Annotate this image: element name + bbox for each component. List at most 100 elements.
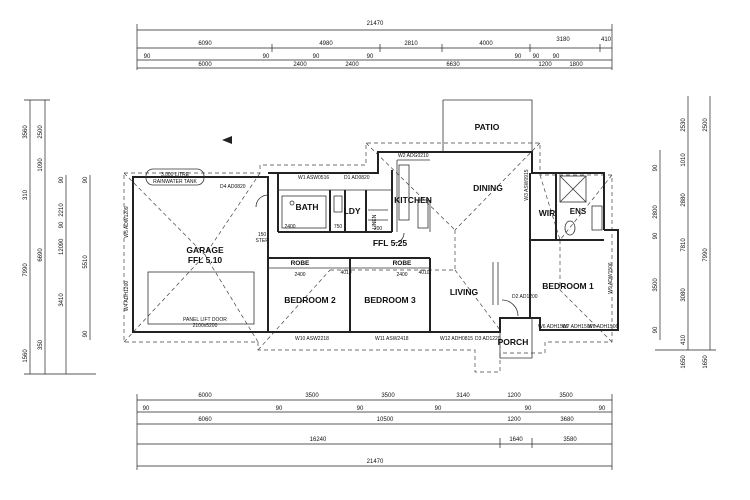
left-dim-m1: 2500 bbox=[38, 125, 44, 139]
left-dim-i2: 90 bbox=[83, 176, 89, 183]
window-tag-w9: W9 ADW1506 bbox=[608, 262, 614, 294]
left-dim-m5: 6690 bbox=[38, 248, 44, 262]
left-dim-m4: 90 bbox=[59, 238, 65, 245]
right-dim-o1: 2530 bbox=[681, 118, 687, 132]
garage-door-icon bbox=[147, 271, 255, 325]
window-tags: W1 ASW0516 D1 AD0820 D4 AD0820 W2 ADG021… bbox=[124, 153, 619, 342]
bottom-dim-r2-4: 90 bbox=[435, 406, 442, 412]
right-dim-o3: 2880 bbox=[681, 193, 687, 207]
toilet-icon bbox=[564, 220, 576, 236]
north-arrow-icon bbox=[222, 136, 232, 144]
interior-dimensions: 2400 2400 200 4010 2400 4010 750 bbox=[284, 224, 429, 278]
bottom-dim-r4-2: 1640 bbox=[509, 437, 523, 443]
window-tag-w3: W3 ASW0915 bbox=[524, 169, 530, 200]
right-dim-o2: 1010 bbox=[681, 153, 687, 167]
window-tag-w11: W11 ASW2418 bbox=[375, 336, 409, 342]
top-dim-r4-1: 6000 bbox=[198, 62, 212, 68]
external-walls bbox=[132, 99, 619, 359]
left-dim-i3: 90 bbox=[59, 221, 65, 228]
room-patio: PATIO bbox=[475, 122, 500, 132]
room-kitchen: KITCHEN bbox=[394, 195, 432, 205]
room-ens: ENS bbox=[570, 207, 587, 216]
top-dim-r3-4: 90 bbox=[367, 54, 374, 60]
rainwater-tank-icon bbox=[145, 168, 205, 186]
window-tag-w10: W10 ASW2218 bbox=[295, 336, 329, 342]
left-dim-m2: 1090 bbox=[38, 158, 44, 172]
door-tag-d1: D1 AD0820 bbox=[344, 175, 370, 181]
top-dim-1: 6090 bbox=[198, 41, 212, 47]
room-linen: LINEN bbox=[372, 214, 378, 229]
bottom-dim-r3-3: 1200 bbox=[507, 417, 521, 423]
left-dim-i6: 90 bbox=[83, 330, 89, 337]
top-dim-r4-6: 1800 bbox=[569, 62, 583, 68]
right-dim-i8: 1650 bbox=[703, 355, 709, 369]
internal-walls bbox=[268, 159, 604, 332]
ens-vanity-icon bbox=[591, 205, 603, 231]
right-dim-i6: 90 bbox=[653, 326, 659, 333]
bathtub-icon bbox=[281, 195, 327, 229]
room-living: LIVING bbox=[450, 287, 479, 297]
room-bath: BATH bbox=[296, 202, 319, 212]
panel-door-note-1: PANEL LIFT DOOR bbox=[183, 317, 227, 323]
interior-dim-6: 4010 bbox=[418, 270, 429, 276]
bottom-dimensions: 6000 3500 3500 3140 1200 3500 90 90 90 9… bbox=[136, 393, 613, 470]
top-dim-r3-3: 90 bbox=[313, 54, 320, 60]
top-dim-r3-7: 90 bbox=[553, 54, 560, 60]
top-dim-5: 3180 bbox=[556, 37, 570, 43]
left-dim-m6: 3410 bbox=[59, 293, 65, 307]
right-dim-i5: 3500 bbox=[653, 278, 659, 292]
right-dim-o4: 7810 bbox=[681, 238, 687, 252]
right-dimensions: 2530 1010 2880 7810 3080 410 1650 2500 9… bbox=[653, 96, 716, 369]
right-dim-o7: 1650 bbox=[681, 355, 687, 369]
right-dim-i1: 2500 bbox=[703, 118, 709, 132]
kitchen-bench-icon bbox=[398, 164, 410, 221]
window-tag-w12: W12 ADH0815 bbox=[440, 336, 473, 342]
bottom-dim-r4-3: 3580 bbox=[563, 437, 577, 443]
window-tag-w8: W8 ADH1506 bbox=[588, 324, 619, 330]
window-tag-w4: W4 ADH1200 bbox=[124, 281, 130, 312]
top-dim-r4-4: 6630 bbox=[446, 62, 460, 68]
door-tag-d3: D3 AD1220 bbox=[475, 336, 501, 342]
door-swing-icon bbox=[393, 232, 405, 244]
bottom-dim-r3-4: 3680 bbox=[560, 417, 574, 423]
room-ldy: LDY bbox=[344, 206, 361, 216]
roof-outline bbox=[123, 142, 613, 373]
left-dim-m7: 350 bbox=[38, 339, 44, 350]
top-dim-r3-5: 90 bbox=[515, 54, 522, 60]
right-dim-i3: 2800 bbox=[653, 205, 659, 219]
right-dim-i4: 90 bbox=[653, 232, 659, 239]
bottom-dim-r2-1: 90 bbox=[143, 406, 150, 412]
interior-dim-7: 750 bbox=[334, 224, 343, 230]
notes: 3,000 LITRE RAINWATER TANK PANEL LIFT DO… bbox=[153, 172, 269, 329]
right-dim-i7: 7990 bbox=[703, 248, 709, 262]
door-swing-icon bbox=[255, 194, 269, 208]
interior-dim-1: 2400 bbox=[294, 272, 305, 278]
bottom-dim-6: 3500 bbox=[559, 393, 573, 399]
right-dim-o6: 410 bbox=[681, 334, 687, 345]
left-dim-4: 1560 bbox=[23, 349, 29, 363]
window-tag-w7: W7 ADH1506 bbox=[562, 324, 593, 330]
right-dim-i2: 90 bbox=[653, 164, 659, 171]
interior-dim-3: 200 bbox=[374, 226, 383, 232]
left-dim-3: 7990 bbox=[23, 263, 29, 277]
window-tag-w1: W1 ASW0516 bbox=[298, 175, 329, 181]
top-overall-dim: 21470 bbox=[367, 21, 384, 27]
fixtures bbox=[145, 136, 603, 325]
top-dim-2: 4980 bbox=[319, 41, 333, 47]
interior-dim-5: 2400 bbox=[284, 224, 295, 230]
kitchen-island-icon bbox=[417, 199, 429, 229]
left-dim-2: 310 bbox=[23, 189, 29, 200]
left-dim-m3: 2210 bbox=[59, 203, 65, 217]
bottom-dim-1: 6000 bbox=[198, 393, 212, 399]
left-dimensions: 3560 310 7990 1560 2500 1090 2210 90 669… bbox=[23, 99, 96, 375]
bottom-dim-r2-6: 90 bbox=[599, 406, 606, 412]
main-ffl: FFL 5.25 bbox=[373, 238, 408, 248]
bottom-dim-5: 1200 bbox=[507, 393, 521, 399]
bottom-dim-r3-1: 6060 bbox=[198, 417, 212, 423]
bottom-overall-dim: 21470 bbox=[367, 459, 384, 465]
vanity-icon bbox=[333, 195, 343, 213]
step-note-2: STEP bbox=[255, 238, 269, 244]
top-dim-r3-1: 90 bbox=[144, 54, 151, 60]
top-dim-3: 2810 bbox=[404, 41, 418, 47]
top-dim-r4-5: 1200 bbox=[538, 62, 552, 68]
